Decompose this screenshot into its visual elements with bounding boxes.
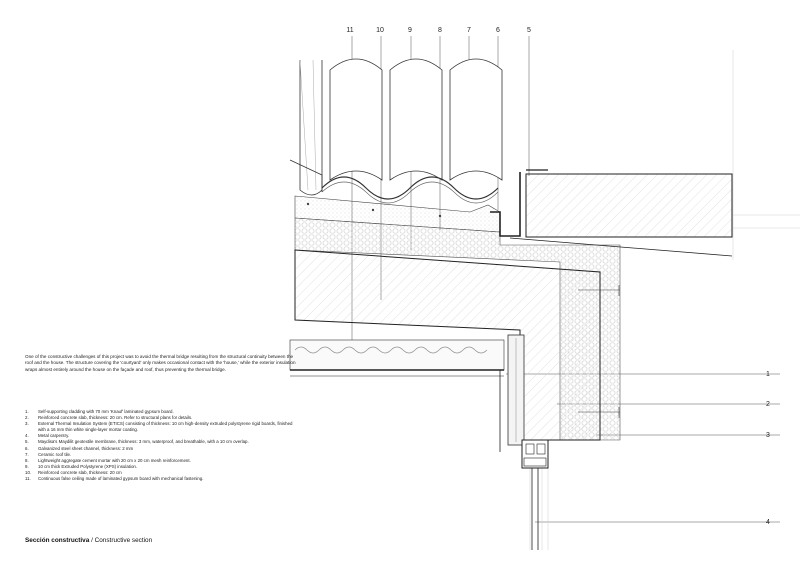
legend-item: 5. Maydisa's Maydilit geotextile membrane… xyxy=(25,439,297,445)
legend-item-text: Ceramic roof tile. xyxy=(38,451,72,457)
callout-label: 4 xyxy=(766,519,770,526)
legend-item: 8. Lightweight aggregate cement mortar wi… xyxy=(25,458,297,464)
guide-lines xyxy=(529,50,800,550)
legend-item-number: 10. xyxy=(25,469,32,475)
top-labels: 11 10 9 8 7 6 5 xyxy=(346,27,531,34)
caption-bold: Sección constructiva xyxy=(25,537,90,544)
callout-label: 1 xyxy=(766,371,770,378)
legend-item-number: 6. xyxy=(25,445,29,451)
legend-item-text: Galvanized steel sheet channel, thicknes… xyxy=(38,445,134,451)
legend-item: 9. 10 cm thick Extruded Polystyrene (XPS)… xyxy=(25,464,297,470)
legend-item-text: Lightweight aggregate cement mortar with… xyxy=(38,457,191,463)
legend-item-number: 11. xyxy=(25,476,31,482)
callout-label: 2 xyxy=(766,401,770,408)
legend-item-text: 10 cm thick Extruded Polystyrene (XPS) i… xyxy=(38,463,138,469)
caption-rest: / Constructive section xyxy=(89,537,153,544)
legend-item-number: 5. xyxy=(25,439,29,445)
legend-item-number: 8. xyxy=(25,457,29,463)
legend-item: 10. Reinforced concrete slab, thickness: … xyxy=(25,470,297,476)
legend-item-text: Self-supporting cladding with 70 mm 'Kna… xyxy=(38,409,174,414)
legend-item-number: 9. xyxy=(25,463,29,469)
metal-carpentry xyxy=(521,439,549,550)
legend-item: 3. External Thermal Insulation System (ET… xyxy=(25,421,297,433)
legend-item: 7. Ceramic roof tile. xyxy=(25,452,297,458)
callout-label: 10 xyxy=(376,27,384,34)
callout-label: 11 xyxy=(346,27,353,34)
callout-label: 7 xyxy=(467,27,471,34)
callout-label: 3 xyxy=(766,432,770,439)
legend-item: 1. Self-supporting cladding with 70 mm 'K… xyxy=(25,409,297,415)
callout-label: 9 xyxy=(408,27,412,34)
legend-item-text: Continuous false ceiling made of laminat… xyxy=(38,476,204,482)
legend-item-text: External Thermal Insulation System (ETIC… xyxy=(38,421,293,433)
legend-item-number: 2. xyxy=(25,415,29,421)
courtyard-slab xyxy=(490,169,733,257)
legend-item: 2. Reinforced concrete slab, thickness: 2… xyxy=(25,415,297,421)
intro-text: One of the constructive challenges of th… xyxy=(25,354,296,372)
legend-item-text: Reinforced concrete slab, thickness: 20 … xyxy=(38,469,122,475)
legend-item-text: Reinforced concrete slab, thickness: 20 … xyxy=(38,415,193,421)
legend-item-number: 4. xyxy=(25,433,29,439)
legend-item-number: 7. xyxy=(25,451,29,457)
gypsum-cladding xyxy=(507,334,525,446)
ceramic-roof-tiles xyxy=(289,58,503,204)
legend-item-text: Maydisa's Maydilit geotextile membrane, … xyxy=(38,439,249,445)
legend-item-number: 3. xyxy=(25,421,29,427)
false-ceiling xyxy=(289,339,505,452)
insulation-anchors xyxy=(578,285,620,418)
legend-item: 6. Galvanized steel sheet channel, thickn… xyxy=(25,446,297,452)
callout-label: 6 xyxy=(496,27,500,34)
caption: Sección constructiva / Constructive sect… xyxy=(25,537,152,544)
callout-label: 8 xyxy=(438,27,442,34)
legend-item-text: Metal carpentry. xyxy=(38,433,70,439)
legend-item-number: 1. xyxy=(25,409,29,414)
callout-label: 5 xyxy=(527,27,531,34)
legend-item: 11. Continuous false ceiling made of lami… xyxy=(25,476,297,482)
right-labels: 1 2 3 4 xyxy=(766,371,770,526)
legend-item: 4. Metal carpentry. xyxy=(25,433,297,439)
legend-list: 1. Self-supporting cladding with 70 mm 'K… xyxy=(25,409,297,482)
